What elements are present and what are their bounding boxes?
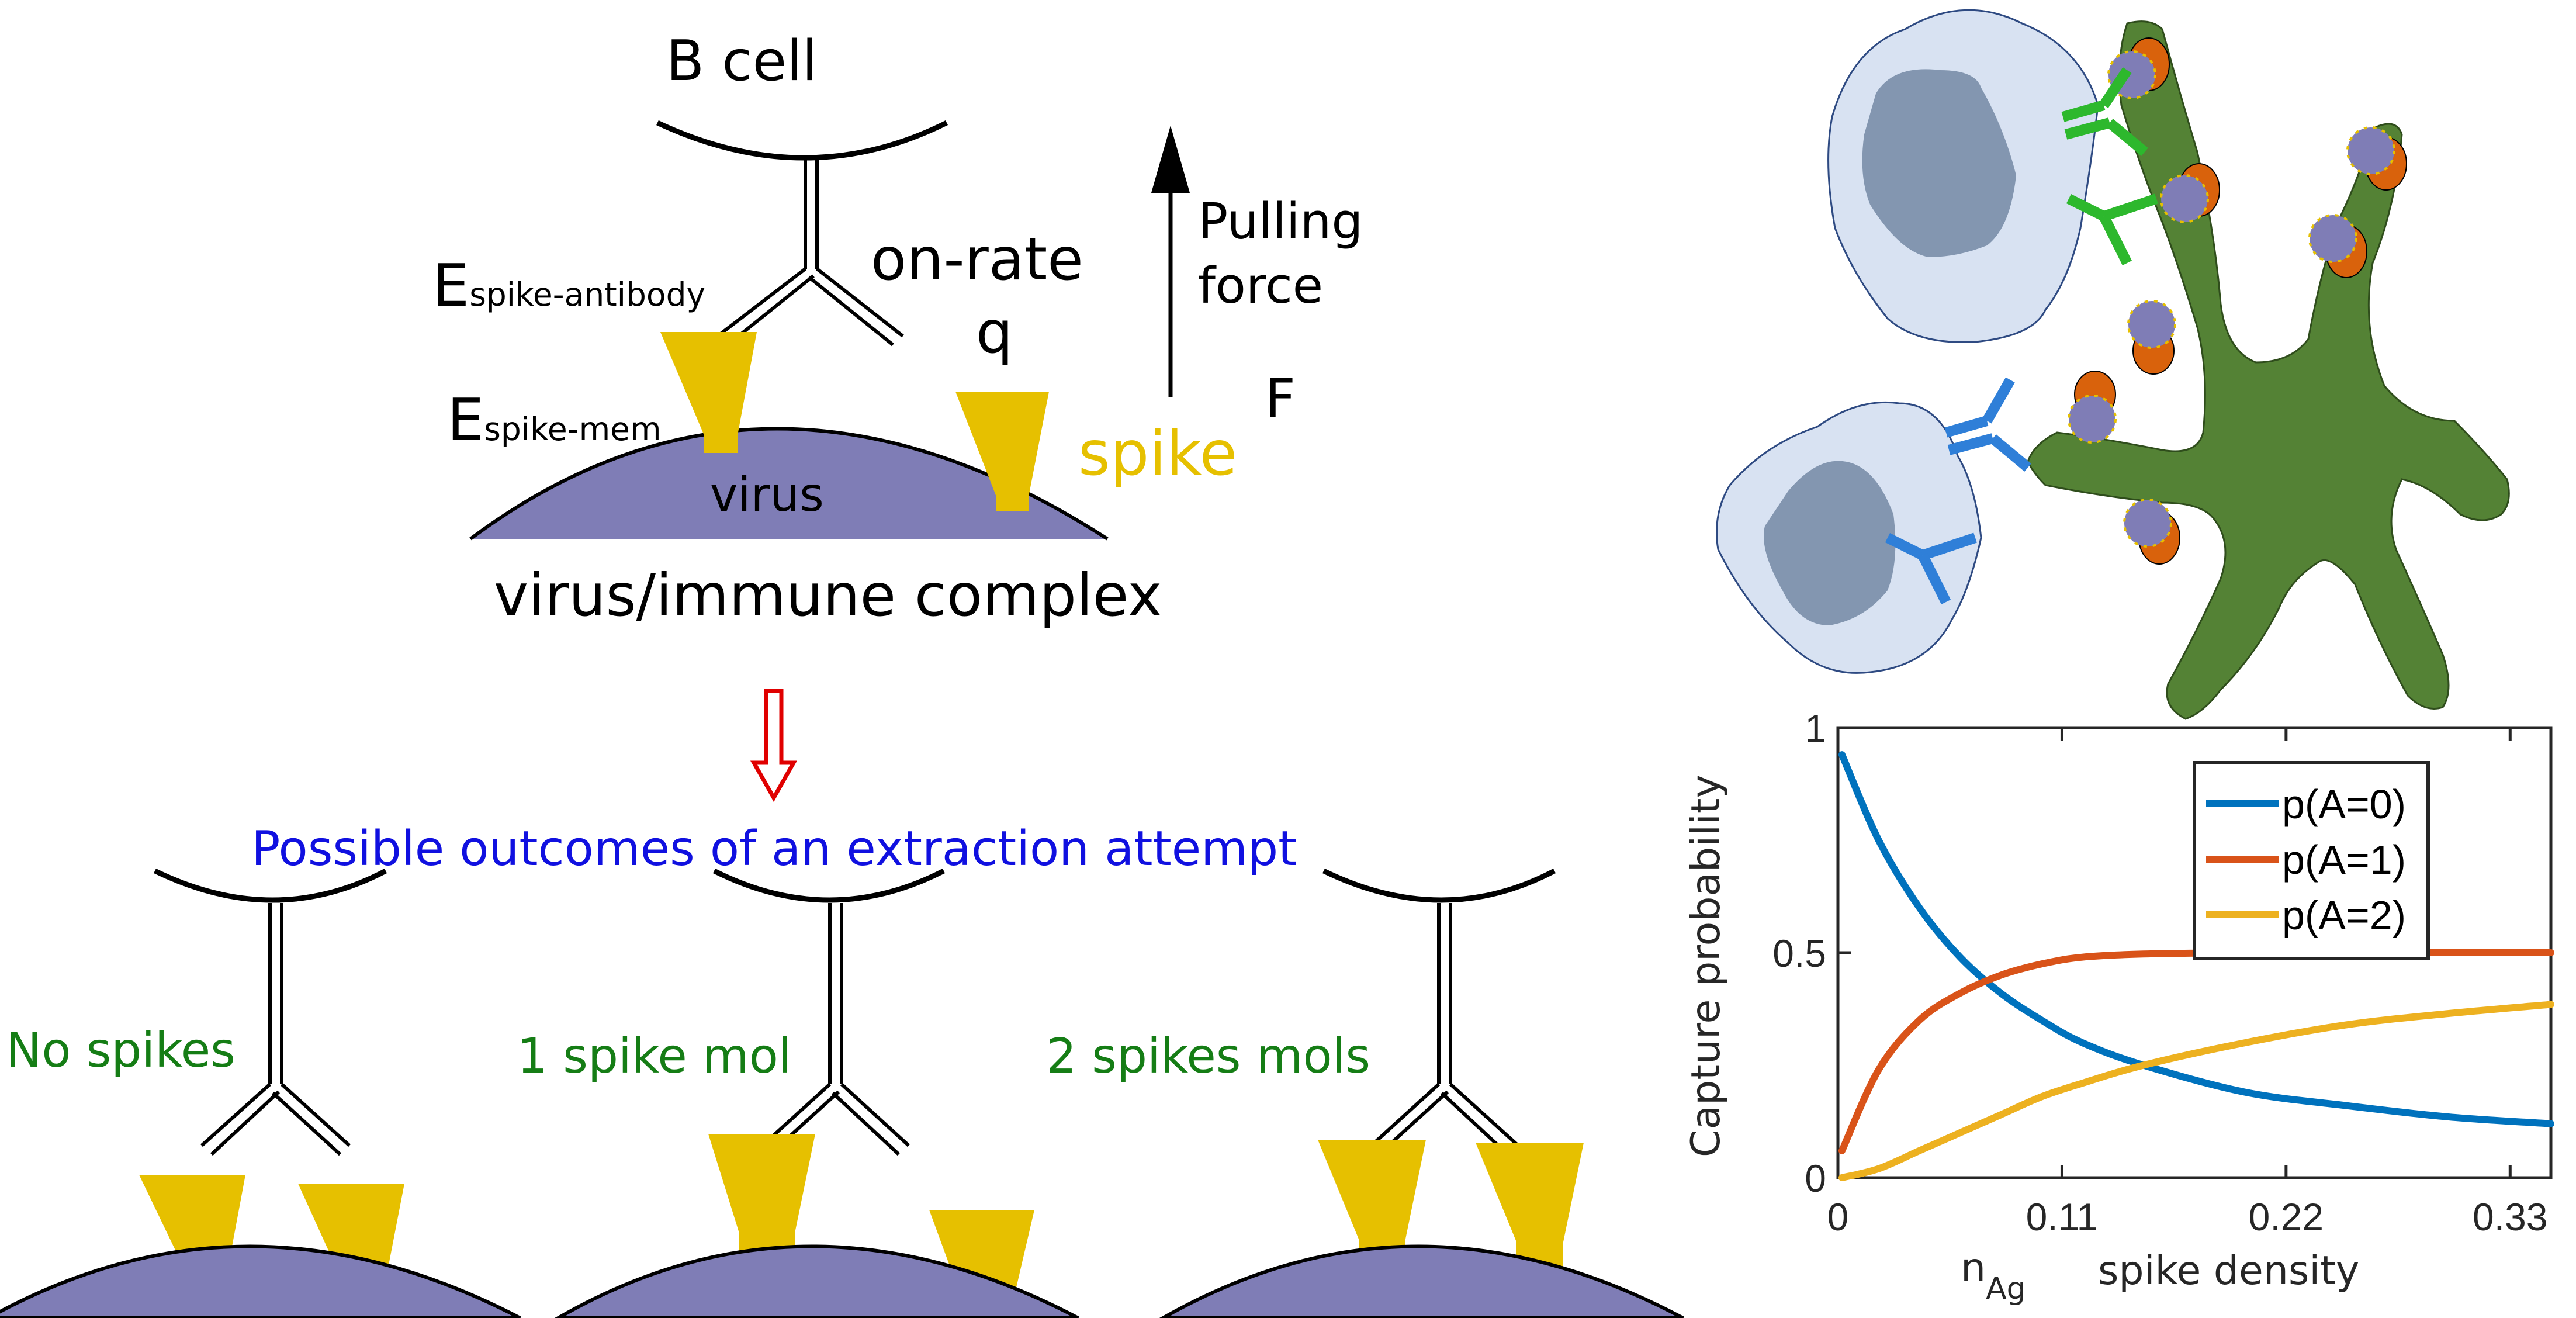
green-antibody — [2066, 193, 2158, 266]
y-tick-label: 0 — [1805, 1157, 1826, 1200]
y-tick-label: 0.5 — [1772, 932, 1826, 975]
x-symbol-main: n — [1961, 1245, 1986, 1291]
force-f-label: F — [1265, 368, 1296, 430]
virus-label: virus — [710, 468, 824, 522]
x-symbol-sub: Ag — [1986, 1271, 2026, 1306]
x-tick-label: 0.33 — [2473, 1195, 2547, 1239]
b-cell-label: B cell — [666, 29, 818, 94]
x-tick-label: 0 — [1827, 1195, 1849, 1239]
x-tick-label: 0.22 — [2249, 1195, 2324, 1239]
legend-label: p(A=2) — [2282, 892, 2406, 938]
legend-label: p(A=1) — [2282, 837, 2406, 883]
virus-complex — [2346, 126, 2407, 191]
series-line-p(A=0) — [1838, 751, 2554, 1127]
y-axis-label: Capture probability — [1683, 774, 1729, 1157]
virus-complex — [2107, 37, 2170, 99]
virus-complex — [2068, 371, 2117, 444]
e-spike-antibody-label: Espike-antibody — [432, 251, 705, 320]
series-line-p(A=2) — [1838, 1001, 2554, 1181]
pulling-force-label-1: Pulling — [1198, 193, 1363, 251]
y-tick-label: 1 — [1805, 707, 1826, 750]
nucleus-2 — [1764, 461, 1896, 625]
spike-label: spike — [1078, 418, 1238, 489]
legend-label: p(A=0) — [2282, 781, 2406, 827]
x-tick-label: 0.11 — [2026, 1195, 2099, 1239]
virus-complex — [2160, 163, 2220, 223]
energy-symbol: E — [447, 386, 484, 454]
virus-complex — [2123, 499, 2180, 565]
pulling-force-label-2: force — [1198, 257, 1324, 315]
green-antibody — [2061, 67, 2148, 156]
energy-symbol: E — [432, 251, 470, 320]
q-label: q — [976, 298, 1013, 366]
outcomes-title: Possible outcomes of an extraction attem… — [251, 821, 1297, 877]
blue-antibody — [1885, 532, 1977, 605]
x-axis-symbol: nAg — [1961, 1245, 2026, 1306]
outcome-label: No spikes — [6, 1023, 236, 1078]
x-axis-label: spike density — [2098, 1248, 2360, 1294]
energy-subscript: spike-antibody — [469, 276, 706, 313]
energy-subscript: spike-mem — [484, 410, 662, 448]
nucleus-1 — [1862, 69, 2016, 257]
complex-label: virus/immune complex — [494, 561, 1162, 629]
outcome-label: 2 spikes mols — [1046, 1029, 1371, 1084]
virus-complex — [2308, 214, 2367, 278]
on-rate-label: on-rate — [871, 225, 1083, 293]
outcome-label: 1 spike mol — [517, 1029, 792, 1084]
virus-complex — [2127, 300, 2176, 375]
e-spike-mem-label: Espike-mem — [447, 386, 662, 454]
blue-antibody — [1944, 377, 2031, 472]
